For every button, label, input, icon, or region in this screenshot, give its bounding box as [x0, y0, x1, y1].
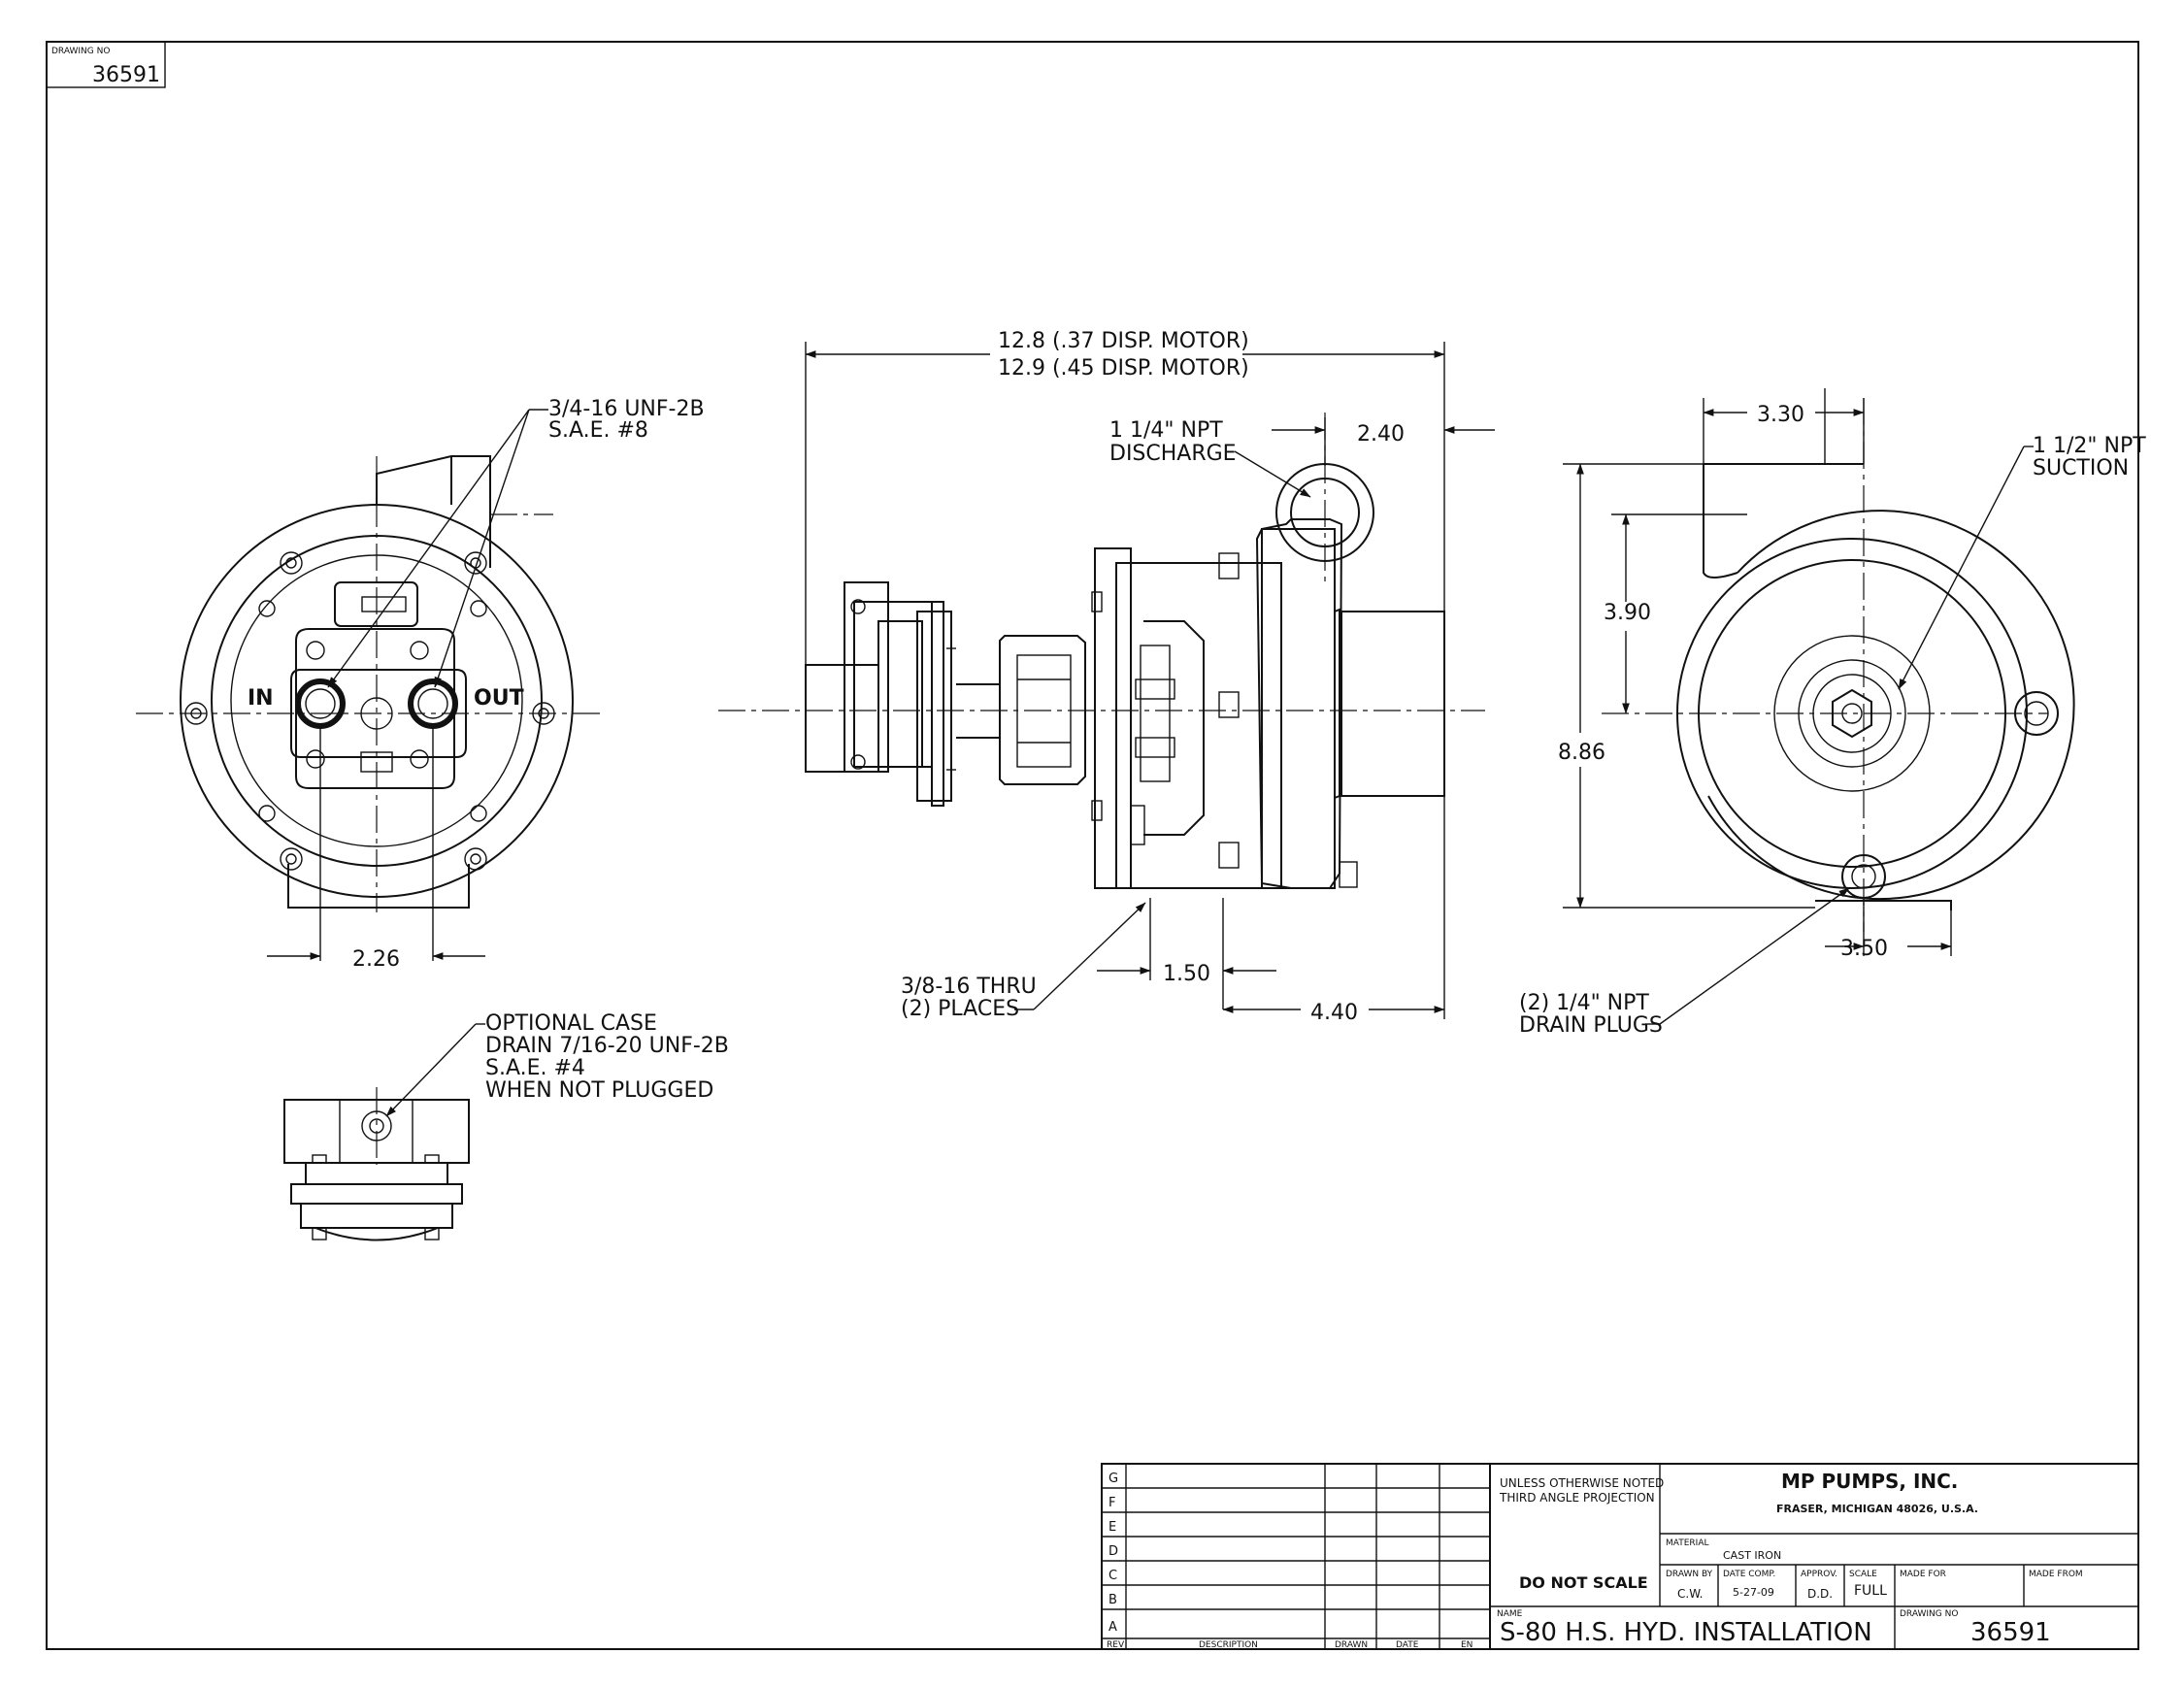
thru-line1: 3/8-16 THRU	[901, 975, 1037, 999]
date-comp-value: 5-27-09	[1733, 1586, 1774, 1599]
name-label: NAME	[1497, 1609, 1523, 1619]
tb-drawing-no-label: DRAWING NO	[1900, 1609, 1958, 1619]
note-third-angle: THIRD ANGLE PROJECTION	[1499, 1491, 1655, 1505]
scale-value: FULL	[1854, 1583, 1887, 1599]
case-drain-view: OPTIONAL CASE DRAIN 7/16-20 UNF-2B S.A.E…	[283, 1011, 729, 1241]
discharge-line2: DISCHARGE	[1109, 442, 1237, 466]
rev-letter-c: C	[1109, 1569, 1117, 1583]
in-port-label: IN	[248, 686, 274, 711]
suction-line1: 1 1/2" NPT	[2033, 434, 2146, 458]
tb-drawing-no: 36591	[1970, 1618, 2051, 1647]
overall-dim-line1: 12.8 (.37 DISP. MOTOR)	[998, 329, 1249, 353]
case-drain-line1: OPTIONAL CASE	[485, 1011, 657, 1036]
case-drain-line3: S.A.E. #4	[485, 1056, 585, 1080]
rev-col-date: DATE	[1396, 1640, 1419, 1650]
rev-letter-f: F	[1109, 1496, 1115, 1510]
suction-line2: SUCTION	[2033, 456, 2129, 480]
material-label: MATERIAL	[1666, 1538, 1709, 1548]
made-from-label: MADE FROM	[2029, 1570, 2083, 1579]
approv-value: D.D.	[1807, 1587, 1833, 1601]
out-port-label: OUT	[474, 686, 524, 711]
drawing-no-top: 36591	[92, 63, 160, 87]
drawing-name: S-80 H.S. HYD. INSTALLATION	[1500, 1618, 1872, 1647]
dim-4-40: 4.40	[1310, 1001, 1358, 1025]
rev-letter-d: D	[1109, 1544, 1118, 1559]
case-drain-line4: WHEN NOT PLUGGED	[485, 1078, 713, 1103]
left-end-view: 2.26 IN OUT 3/4-16 UNF-2B S.A.E. #8	[136, 397, 705, 972]
right-end-view: 3.30 1 1/2" NPT SUCTION 3.90 8.86 3.50 (…	[1519, 388, 2146, 1038]
rev-col-en: EN	[1461, 1640, 1473, 1650]
dim-3-30: 3.30	[1757, 403, 1804, 427]
thru-line2: (2) PLACES	[901, 997, 1019, 1021]
rev-letter-b: B	[1109, 1593, 1117, 1607]
rev-letter-e: E	[1109, 1520, 1116, 1535]
rev-col-drawn: DRAWN	[1335, 1640, 1368, 1650]
drain-plugs-line2: DRAIN PLUGS	[1519, 1013, 1663, 1038]
revision-block: G F E D C B A REV DESCRIPTION DRAWN DATE…	[1101, 1463, 1491, 1650]
port-thread-line2: S.A.E. #8	[548, 418, 648, 443]
port-thread-line1: 3/4-16 UNF-2B	[548, 397, 705, 421]
dim-3-50: 3.50	[1840, 937, 1888, 961]
made-for-label: MADE FOR	[1900, 1570, 1946, 1579]
date-comp-label: DATE COMP.	[1723, 1570, 1775, 1579]
discharge-line1: 1 1/4" NPT	[1109, 418, 1223, 443]
sheet-border	[46, 41, 2139, 1650]
approv-label: APPROV.	[1801, 1570, 1837, 1579]
note-unless: UNLESS OTHERWISE NOTED	[1500, 1476, 1664, 1490]
drawn-by-label: DRAWN BY	[1666, 1570, 1713, 1579]
drawn-by-value: C.W.	[1677, 1587, 1704, 1601]
scale-label: SCALE	[1849, 1570, 1877, 1579]
dim-2-26: 2.26	[352, 947, 400, 972]
dim-8-86: 8.86	[1558, 741, 1605, 765]
drain-plugs-line1: (2) 1/4" NPT	[1519, 991, 1649, 1015]
dim-2-40: 2.40	[1357, 422, 1405, 447]
case-drain-line2: DRAIN 7/16-20 UNF-2B	[485, 1034, 729, 1058]
company-name: MP PUMPS, INC.	[1781, 1470, 1958, 1493]
do-not-scale: DO NOT SCALE	[1519, 1573, 1648, 1592]
rev-letter-g: G	[1109, 1472, 1118, 1486]
rev-col-rev: REV	[1107, 1640, 1125, 1650]
rev-col-description: DESCRIPTION	[1199, 1640, 1258, 1650]
side-view: 12.8 (.37 DISP. MOTOR) 12.9 (.45 DISP. M…	[718, 329, 1495, 1025]
title-block: UNLESS OTHERWISE NOTED THIRD ANGLE PROJE…	[1489, 1463, 2139, 1650]
overall-dim-line2: 12.9 (.45 DISP. MOTOR)	[998, 356, 1249, 380]
rev-letter-a: A	[1109, 1620, 1117, 1635]
drawing-no-label: DRAWING NO	[51, 47, 110, 56]
dim-1-50: 1.50	[1163, 962, 1210, 986]
material-value: CAST IRON	[1723, 1549, 1781, 1562]
company-address: FRASER, MICHIGAN 48026, U.S.A.	[1776, 1503, 1978, 1515]
dim-3-90: 3.90	[1604, 601, 1651, 625]
drawing-number-box: DRAWING NO 36591	[46, 41, 166, 88]
